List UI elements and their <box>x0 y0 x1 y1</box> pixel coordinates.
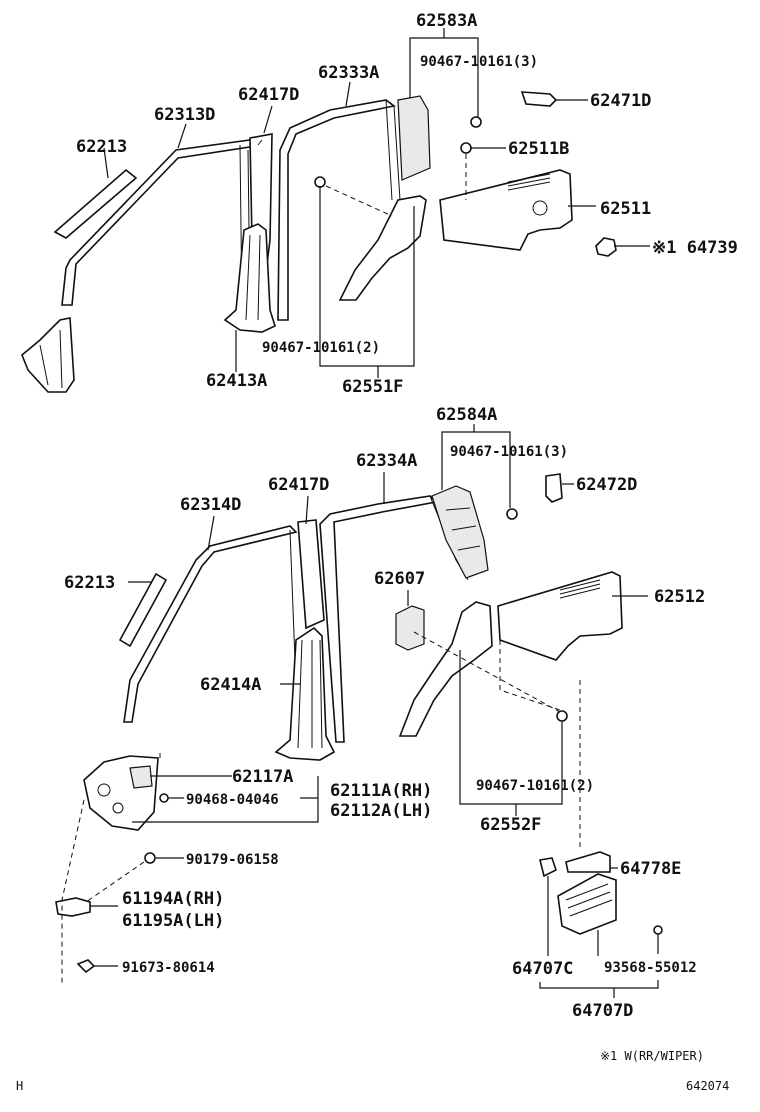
label-62111A: 62111A(RH) <box>330 781 432 801</box>
garnish-62213-upper <box>53 168 138 239</box>
footnote: ※1 W(RR/WIPER) <box>600 1049 704 1063</box>
label-62472D: 62472D <box>576 475 637 495</box>
label-64739: ※1 64739 <box>652 238 738 258</box>
garnish-62584A <box>431 485 489 579</box>
vent-grille-lower <box>559 579 601 599</box>
wheelhouse-62552F <box>398 601 493 737</box>
label-90467-10161-2-lower: 90467-10161(2) <box>476 778 594 794</box>
clip-62471D <box>520 91 558 107</box>
labels-upper: 62583A 90467-10161(3) 62471D 62333A 6241… <box>76 11 738 397</box>
pillar-trim-62414A <box>274 626 336 761</box>
plate-62117A <box>129 765 153 789</box>
clip-64707C <box>539 857 557 878</box>
trim-panel-62512 <box>497 571 623 661</box>
label-62607: 62607 <box>374 569 425 589</box>
label-90467-10161-3-upper: 90467-10161(3) <box>420 54 538 70</box>
label-62117A: 62117A <box>232 767 293 787</box>
clip-90467-upper-b <box>314 176 326 188</box>
label-62314D: 62314D <box>180 495 241 515</box>
clip-90179 <box>144 852 156 864</box>
label-62511: 62511 <box>600 199 651 219</box>
clip-90467-lower-b <box>556 710 568 722</box>
trim-panel-62511 <box>439 169 573 251</box>
clip-90467-upper-a <box>470 116 482 128</box>
label-61195A: 61195A(LH) <box>122 911 224 931</box>
hinge-61194A <box>55 897 91 917</box>
weatherstrip-62333A <box>277 99 396 321</box>
clip-90467-lower-a <box>506 508 518 520</box>
label-62333A: 62333A <box>318 63 379 83</box>
label-90179-06158: 90179-06158 <box>186 852 279 868</box>
grommet-64739 <box>595 237 617 257</box>
garnish-62213-lower <box>118 572 168 648</box>
label-62112A: 62112A(LH) <box>330 801 432 821</box>
label-62511B: 62511B <box>508 139 569 159</box>
labels-lower: 62584A 90467-10161(3) 62472D 62334A 6241… <box>64 405 705 1021</box>
label-90467-10161-3-lower: 90467-10161(3) <box>450 444 568 460</box>
label-62313D: 62313D <box>154 105 215 125</box>
label-90467-10161-2-upper: 90467-10161(2) <box>262 340 380 356</box>
bolt-90468 <box>159 793 169 803</box>
label-61194A: 61194A(RH) <box>122 889 224 909</box>
pillar-trim-62413A <box>223 223 276 333</box>
label-91673-80614: 91673-80614 <box>122 960 215 976</box>
label-64707C: 64707C <box>512 959 573 979</box>
label-62413A: 62413A <box>206 371 267 391</box>
label-62551F: 62551F <box>342 377 403 397</box>
garnish-62583A <box>397 95 431 181</box>
wheelhouse-62551F <box>338 195 427 301</box>
label-62512: 62512 <box>654 587 705 607</box>
bolt-91673 <box>76 959 96 974</box>
label-62414A: 62414A <box>200 675 261 695</box>
label-62552F: 62552F <box>480 815 541 835</box>
label-64778E: 64778E <box>620 859 681 879</box>
seal-64778E <box>565 851 611 873</box>
block-62607 <box>395 605 425 651</box>
clip-62472D <box>545 473 563 503</box>
label-62213-upper: 62213 <box>76 137 127 157</box>
label-62213-lower: 62213 <box>64 573 115 593</box>
vent-grille-upper <box>507 173 551 191</box>
footer: ※1 W(RR/WIPER) H 642074 <box>16 1049 729 1093</box>
label-62583A: 62583A <box>416 11 477 31</box>
label-62417D-upper: 62417D <box>238 85 299 105</box>
label-62334A: 62334A <box>356 451 417 471</box>
weatherstrip-62314D <box>123 525 298 723</box>
screw-93568 <box>653 925 663 935</box>
bracket-upper-left <box>21 317 75 393</box>
label-62584A: 62584A <box>436 405 497 425</box>
label-62471D: 62471D <box>590 91 651 111</box>
label-62417D-lower: 62417D <box>268 475 329 495</box>
vent-64707D <box>557 873 617 935</box>
figure-code: 642074 <box>686 1079 729 1093</box>
clip-62511B <box>460 142 472 154</box>
label-64707D: 64707D <box>572 1001 633 1021</box>
label-90468-04046: 90468-04046 <box>186 792 279 808</box>
pillar-62417D-lower <box>297 519 325 630</box>
weatherstrip-62313D <box>61 139 258 306</box>
label-93568-55012: 93568-55012 <box>604 960 697 976</box>
corner-mark: H <box>16 1079 23 1093</box>
